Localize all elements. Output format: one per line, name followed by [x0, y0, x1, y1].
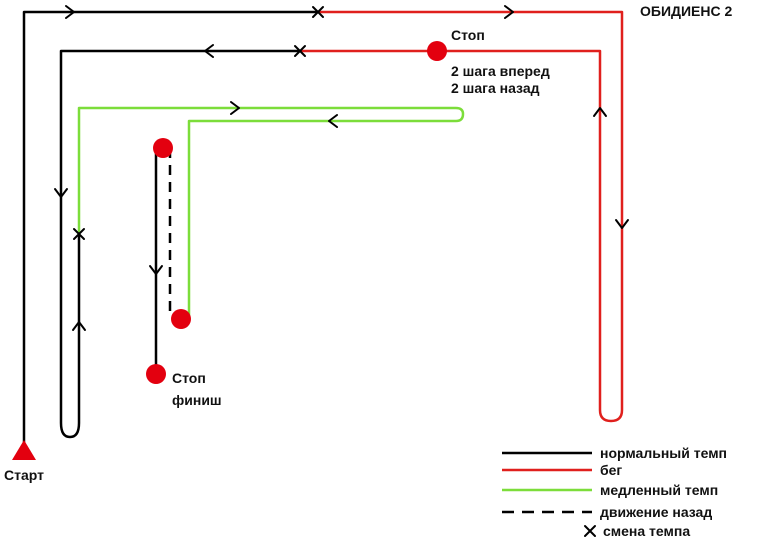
outer-normal-path	[22, 10, 318, 448]
legend-label: бег	[600, 462, 622, 478]
legend-item-slow: медленный темп	[502, 482, 718, 498]
arrow-left-icon	[328, 114, 338, 128]
stop-finish-label-line-1: Стоп	[172, 370, 206, 386]
stop-finish-label-line-2: финиш	[172, 392, 222, 408]
legend-item-backward: движение назад	[502, 504, 712, 520]
instruction-line-1: 2 шага вперед	[451, 63, 550, 79]
stop-marker-top	[427, 41, 447, 61]
arrow-right-icon	[504, 5, 514, 19]
arrow-down-icon	[54, 188, 68, 198]
arrow-up-icon	[72, 321, 86, 331]
instruction-line-2: 2 шага назад	[451, 80, 540, 96]
slow-pace-path	[77, 106, 465, 318]
legend-item-run: бег	[502, 462, 622, 478]
arrow-down-icon	[149, 265, 163, 275]
stop-marker-finish	[146, 364, 166, 384]
arrow-right-icon	[65, 5, 75, 19]
stop-label-top: Стоп	[451, 27, 485, 43]
legend-label: медленный темп	[600, 482, 718, 498]
legend-label: движение назад	[600, 504, 712, 520]
legend-item-normal: нормальный темп	[502, 445, 727, 461]
arrow-right-icon	[230, 101, 240, 115]
cross-icon	[73, 228, 85, 240]
cross-icon	[294, 45, 306, 57]
arrow-left-icon	[204, 44, 214, 58]
arrow-down-icon	[615, 219, 629, 229]
stop-marker-backward-end	[171, 309, 191, 329]
cross-icon	[312, 6, 324, 18]
cross-icon	[584, 525, 596, 537]
legend-label: смена темпа	[603, 523, 690, 539]
direction-arrows	[54, 5, 629, 331]
pace-change-markers	[73, 6, 324, 240]
inner-normal-path	[59, 49, 300, 439]
run-path	[300, 10, 624, 423]
legend-item-pace-change: смена темпа	[584, 523, 690, 539]
start-label: Старт	[4, 467, 44, 483]
normal-pace-path	[22, 10, 318, 448]
legend: нормальный темп бег медленный темп движе…	[502, 445, 727, 539]
arrow-up-icon	[593, 107, 607, 117]
start-triangle-icon	[12, 440, 36, 460]
diagram-title: ОБИДИЕНС 2	[640, 3, 732, 19]
legend-label: нормальный темп	[600, 445, 727, 461]
stop-marker-upper-left	[153, 138, 173, 158]
